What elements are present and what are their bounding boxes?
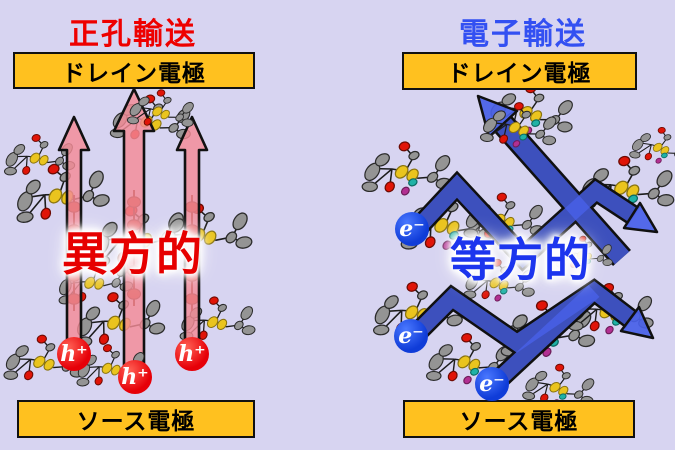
electron-transport-title: 電子輸送 — [459, 17, 587, 52]
electron-carrier: e⁻ — [394, 319, 428, 353]
hole-transport-arrow — [57, 115, 91, 355]
hole-carrier: h⁺ — [118, 360, 152, 394]
electron-carrier: e⁻ — [395, 212, 429, 246]
electron-carrier: e⁻ — [475, 367, 509, 401]
hole-transport-title: 正孔輸送 — [69, 17, 197, 52]
hole-carrier: h⁺ — [175, 337, 209, 371]
molecule-cluster — [479, 102, 557, 148]
electron-arrowhead — [622, 201, 659, 234]
molecule-cluster — [126, 89, 194, 128]
source-electrode-left: ソース電極 — [17, 400, 255, 438]
isotropic-label: 等方的 — [450, 233, 591, 287]
electron-transport-arrow — [409, 174, 639, 269]
electron-arrowhead — [619, 305, 655, 340]
electron-transport-arrow — [408, 281, 637, 353]
hole-transport-arrow — [112, 87, 156, 380]
source-electrode-right: ソース電極 — [403, 400, 635, 438]
anisotropic-label: 異方的 — [62, 227, 203, 281]
electron-transport-arrow — [495, 117, 630, 265]
molecule-cluster — [463, 258, 535, 302]
drain-electrode-right: ドレイン電極 — [402, 52, 637, 90]
electron-transport-arrow — [488, 285, 600, 390]
hole-transport-arrow — [175, 115, 209, 356]
molecule-cluster — [555, 235, 613, 270]
hole-carrier: h⁺ — [57, 337, 91, 371]
drain-electrode-left: ドレイン電極 — [13, 52, 255, 89]
